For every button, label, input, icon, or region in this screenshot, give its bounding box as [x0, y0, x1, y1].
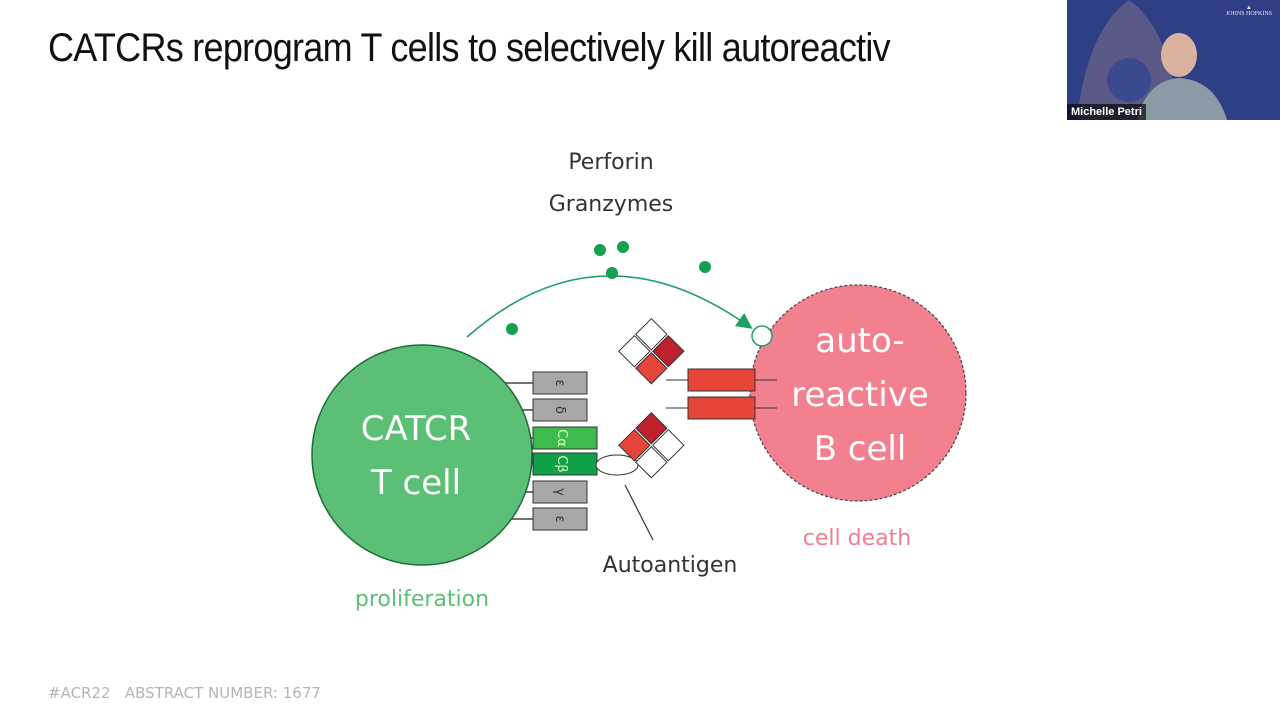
autoantigen-label: Autoantigen [603, 553, 738, 578]
speaker-name: Michelle Petri [1067, 104, 1146, 120]
video-background [1077, 0, 1227, 120]
b-cell-receptor [618, 318, 777, 479]
proliferation-label: proliferation [355, 587, 489, 612]
cd3-tcr-chains: ε δ Cα Cβ γ ε [532, 371, 598, 531]
chain-label: δ [552, 406, 567, 414]
chain-label: ε [552, 379, 567, 386]
chain-delta [532, 398, 588, 422]
chain-label: Cα [554, 429, 569, 447]
chain-label: Cβ [554, 455, 569, 472]
secretion-arrow [466, 275, 753, 338]
autoantigen-pointer [624, 484, 654, 541]
chain-epsilon [532, 371, 588, 395]
b-cell-label-1: auto- [815, 321, 904, 361]
b-cell-label-2: reactive [791, 375, 929, 415]
b-cell-label-3: B cell [814, 429, 907, 469]
chain-label: ε [552, 515, 567, 522]
cell-death-label: cell death [803, 526, 911, 551]
speaker-video: ▲JOHNS HOPKINS Michelle Petri [1067, 0, 1280, 120]
t-cell-label-2: T cell [370, 463, 461, 503]
granule-dots [506, 241, 711, 335]
perforin-pore [751, 325, 773, 347]
t-cell-label-1: CATCR [361, 409, 472, 449]
b-cell [749, 284, 967, 502]
t-cell [311, 344, 533, 566]
granzymes-label: Granzymes [549, 192, 674, 217]
chain-c-alpha [532, 426, 598, 450]
johns-hopkins-logo: ▲JOHNS HOPKINS [1225, 5, 1272, 17]
chain-epsilon-2 [532, 507, 588, 531]
chain-label: γ [552, 488, 567, 496]
chain-gamma [532, 480, 588, 504]
slide-title: CATCRs reprogram T cells to selectively … [48, 26, 891, 70]
perforin-label: Perforin [568, 150, 653, 175]
slide-footer: #ACR22 ABSTRACT NUMBER: 1677 [48, 684, 321, 702]
